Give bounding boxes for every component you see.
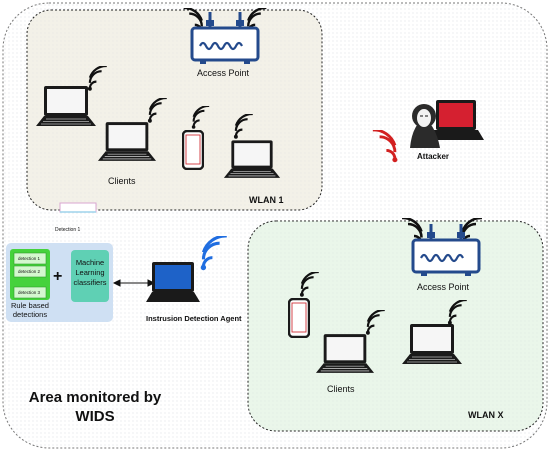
wlan1-name-label: WLAN 1 <box>249 195 284 205</box>
wlanx-access-point-label: Access Point <box>417 282 470 292</box>
plus-sign: + <box>53 268 63 285</box>
attacker-label: Attacker <box>417 152 450 161</box>
rule-item-3: detection 3 <box>18 290 41 295</box>
ids-agent-laptop-icon <box>146 236 229 302</box>
ml-classifier-block <box>71 250 109 302</box>
wlan1-access-point-label: Access Point <box>197 68 250 78</box>
rule-based-label: Rule based detections <box>11 301 49 319</box>
detection-tag <box>59 202 97 213</box>
ml-classifier-label: Machine Learning classifiers <box>73 258 107 287</box>
rule-item-2: detection 2 <box>18 269 41 274</box>
wlanx-name-label: WLAN X <box>468 410 504 420</box>
attacker-icon <box>371 100 484 164</box>
agent-link-arrow <box>112 279 156 287</box>
detection-tag-label: Detection 1 <box>55 227 81 233</box>
ids-agent-label: Instrusion Detection Agent <box>146 314 242 323</box>
rule-item-1: detection 1 <box>18 256 41 261</box>
area-monitored-label: Area monitored by WIDS <box>28 389 162 425</box>
wlan1-clients-label: Clients <box>108 176 136 186</box>
wlanx-clients-label: Clients <box>327 384 355 394</box>
